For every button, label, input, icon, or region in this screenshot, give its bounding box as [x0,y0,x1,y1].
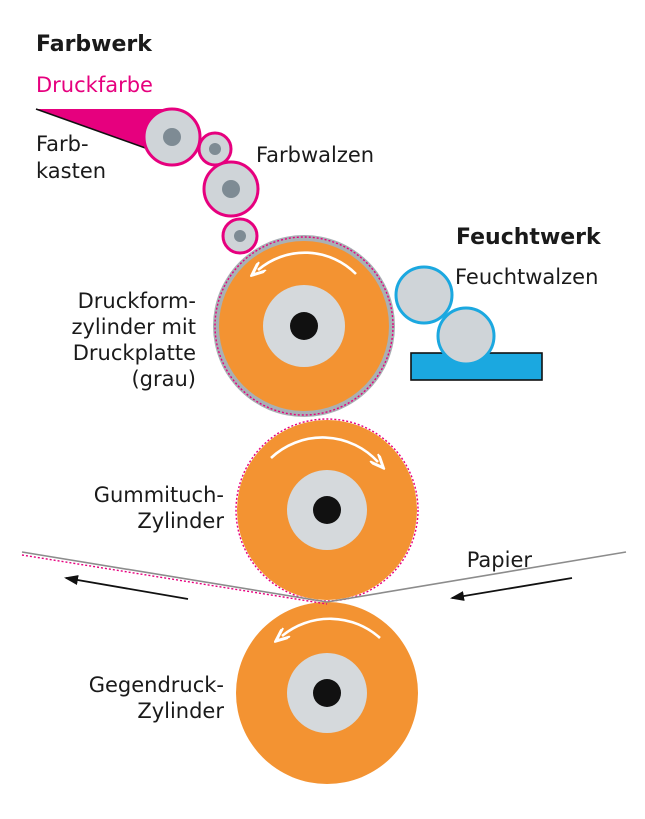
ink-roller-3 [202,160,260,218]
ink-label: Druckfarbe [36,73,153,97]
blanket-cylinder-axle [313,496,341,524]
ink-fountain-label-line-1: Farb- [36,132,89,156]
dampening-unit [394,265,543,381]
paper-web [21,551,627,605]
blanket-cylinder-label-line-2: Zylinder [137,509,224,533]
plate-cylinder-label-line-1: Druckform- [78,289,196,313]
plate-cylinder-label-line-4: (grau) [131,367,196,391]
inking-unit [35,107,260,255]
blanket-cylinder [235,418,419,602]
paper-line-printed [21,551,328,603]
curved-arrow-icon [258,251,357,274]
ink-roller-1 [142,107,202,167]
ink-rollers-label: Farbwalzen [256,143,374,167]
dampening-rollers-label: Feuchtwalzen [455,265,598,289]
straight-arrow-icon [64,575,189,600]
impression-cylinder-axle [313,679,341,707]
curved-arrow-icon [270,436,378,462]
straight-arrow-icon [450,577,573,601]
impression-cylinder [236,602,418,784]
inking-unit-title: Farbwerk [36,32,153,57]
plate-cylinder-label-line-2: zylinder mit [71,315,196,339]
plate-cylinder-label-line-3: Druckplatte [73,341,196,365]
impression-cylinder-label-line-1: Gegendruck- [89,673,224,697]
ink-fountain-blade [35,108,166,156]
impression-cylinder-label-line-2: Zylinder [137,699,224,723]
plate-cylinder [213,235,395,417]
plate-cylinder-axle [290,312,318,340]
blanket-cylinder-label-line-1: Gummituch- [94,483,224,507]
curved-arrow-icon [282,617,381,638]
ink-roller-4 [221,217,259,255]
dampening-unit-title: Feuchtwerk [456,225,602,250]
ink-fountain-label-line-2: kasten [36,159,106,183]
paper-label: Papier [467,548,533,572]
ink-roller-2 [197,131,233,167]
paper-line-blank [326,551,627,603]
dampening-roller-1 [394,265,454,325]
dampening-roller-2 [436,306,496,366]
